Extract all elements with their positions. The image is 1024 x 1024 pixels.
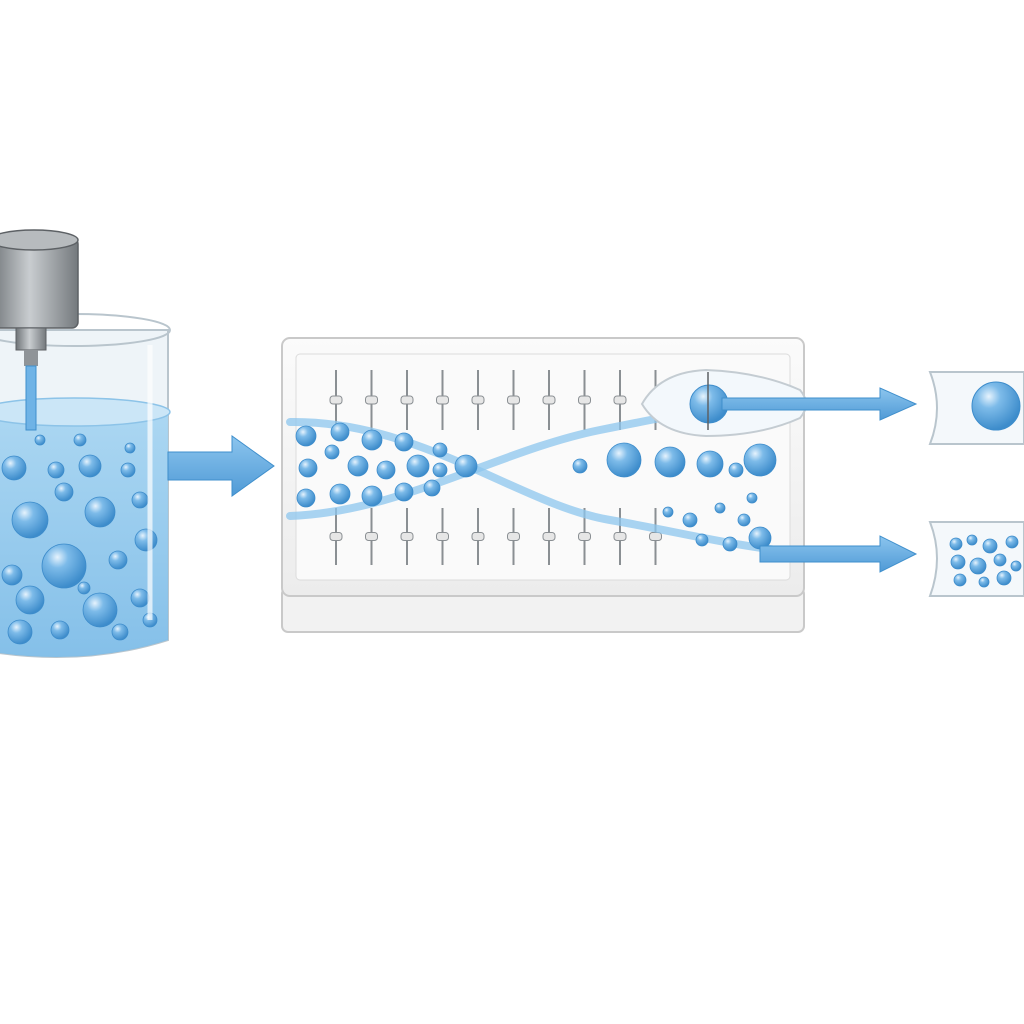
droplet-icon xyxy=(746,492,758,504)
droplet-icon xyxy=(361,429,383,451)
droplet-icon xyxy=(978,576,990,588)
droplet-icon xyxy=(971,381,1021,431)
droplet-icon xyxy=(77,581,91,595)
droplet-icon xyxy=(714,502,726,514)
droplet-icon xyxy=(1,564,23,586)
separation-chip xyxy=(281,337,807,633)
droplet-icon xyxy=(84,496,116,528)
electrode-pin-icon xyxy=(329,395,343,405)
electrode-pin-icon xyxy=(507,532,520,541)
mixing-tank xyxy=(0,229,171,658)
tank-liquid-surface xyxy=(0,397,171,427)
electrode-pin-icon xyxy=(471,395,485,405)
droplet-icon xyxy=(950,554,966,570)
droplet-icon xyxy=(111,623,129,641)
droplet-icon xyxy=(737,513,751,527)
droplet-icon xyxy=(361,485,383,507)
droplet-icon xyxy=(1005,535,1019,549)
droplet-icon xyxy=(696,450,724,478)
output-arrow-upper xyxy=(721,387,918,421)
droplet-icon xyxy=(982,538,998,554)
chip-droplets xyxy=(295,422,777,552)
droplet-icon xyxy=(996,570,1012,586)
electrode-pin-icon xyxy=(613,395,627,405)
electrode-pin-icon xyxy=(400,395,414,405)
electrode-pin-icon xyxy=(578,395,591,405)
electrode-pin-icon xyxy=(400,532,414,541)
droplet-icon xyxy=(949,537,963,551)
large-droplet-outlet xyxy=(928,371,1024,445)
droplet-icon xyxy=(82,592,118,628)
droplet-icon xyxy=(34,434,46,446)
droplet-icon xyxy=(394,482,414,502)
droplet-icon xyxy=(78,454,102,478)
droplet-icon xyxy=(124,442,136,454)
droplet-icon xyxy=(682,512,698,528)
droplet-icon xyxy=(662,506,674,518)
droplet-icon xyxy=(120,462,136,478)
droplet-icon xyxy=(50,620,70,640)
droplet-icon xyxy=(15,585,45,615)
electrode-pin-icon xyxy=(436,395,449,405)
droplet-icon xyxy=(330,422,350,442)
droplet-icon xyxy=(572,458,588,474)
droplet-icon xyxy=(108,550,128,570)
droplet-icon xyxy=(1,455,27,481)
droplet-icon xyxy=(1010,560,1022,572)
droplet-icon xyxy=(394,432,414,452)
droplet-icon xyxy=(953,573,967,587)
droplet-icon xyxy=(134,528,158,552)
electrode-pin-icon xyxy=(365,532,378,541)
electrode-pin-icon xyxy=(507,395,520,405)
droplet-icon xyxy=(73,433,87,447)
droplet-icon xyxy=(296,488,316,508)
droplet-icon xyxy=(406,454,430,478)
droplet-icon xyxy=(966,534,978,546)
electrode-pin-icon xyxy=(471,532,485,541)
electrode-pin-icon xyxy=(365,395,378,405)
droplet-icon xyxy=(432,442,448,458)
output-arrow-lower xyxy=(759,535,918,573)
droplet-icon xyxy=(7,619,33,645)
flow-arrow-icon xyxy=(167,435,275,497)
droplet-icon xyxy=(993,553,1007,567)
electrode-pin-icon xyxy=(649,532,662,541)
droplet-icon xyxy=(329,483,351,505)
droplet-icon xyxy=(324,444,340,460)
droplet-icon xyxy=(54,482,74,502)
outlet-small-droplets xyxy=(949,534,1022,588)
droplet-icon xyxy=(47,461,65,479)
droplet-icon xyxy=(432,462,448,478)
electrode-pin-icon xyxy=(542,395,556,405)
tank-droplets xyxy=(1,433,158,645)
droplet-icon xyxy=(695,533,709,547)
droplet-icon xyxy=(376,460,396,480)
droplet-icon xyxy=(41,543,87,589)
electrode-pin-icon xyxy=(578,532,591,541)
droplet-icon xyxy=(130,588,150,608)
droplet-icon xyxy=(969,557,987,575)
electrode-pin-icon xyxy=(542,532,556,541)
droplet-icon xyxy=(298,458,318,478)
small-droplet-outlet xyxy=(928,521,1024,597)
droplet-icon xyxy=(606,442,642,478)
droplet-icon xyxy=(728,462,744,478)
droplet-icon xyxy=(347,455,369,477)
droplet-icon xyxy=(654,446,686,478)
droplet-icon xyxy=(423,479,441,497)
electrode-pin-icon xyxy=(613,532,627,541)
electrode-pin-icon xyxy=(329,532,343,541)
droplet-icon xyxy=(722,536,738,552)
droplet-icon xyxy=(131,491,149,509)
electrode-pin-icon xyxy=(436,532,449,541)
droplet-icon xyxy=(295,425,317,447)
droplet-icon xyxy=(11,501,49,539)
droplet-icon xyxy=(454,454,478,478)
mixer-motor-icon xyxy=(0,229,79,431)
droplet-icon xyxy=(743,443,777,477)
